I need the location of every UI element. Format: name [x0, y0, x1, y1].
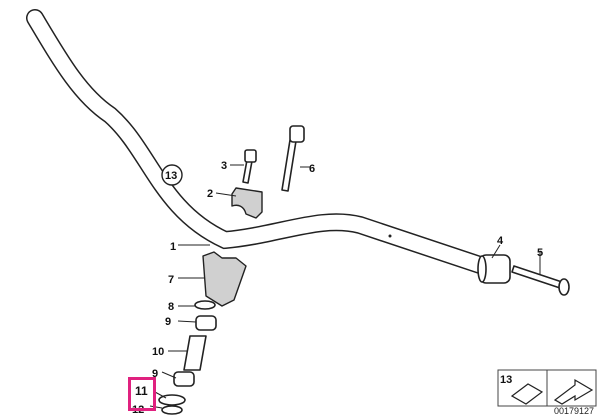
- bar-end-weight: [477, 254, 511, 284]
- plate-icon: [510, 383, 544, 405]
- label-part-6: 6: [309, 163, 315, 175]
- clamp-bolt: [281, 125, 305, 192]
- circled-reference-13: 13: [161, 164, 183, 186]
- label-part-10: 10: [152, 346, 164, 358]
- legend-box: 13: [497, 369, 597, 407]
- washer: [194, 300, 216, 310]
- label-part-9-upper: 9: [165, 316, 171, 328]
- upper-clamp: [231, 187, 263, 219]
- handlebar-riser: [202, 251, 247, 307]
- lower-washer: [158, 394, 186, 415]
- legend-label-13: 13: [500, 374, 512, 386]
- label-part-5: 5: [537, 247, 543, 259]
- label-part-11: 11: [135, 384, 148, 398]
- arrow-icon: [553, 378, 594, 405]
- bar-end-screw: [511, 265, 570, 296]
- label-part-8: 8: [168, 301, 174, 313]
- label-part-3: 3: [221, 160, 227, 172]
- label-part-7: 7: [168, 274, 174, 286]
- leader-lines: [149, 164, 541, 409]
- label-part-2: 2: [207, 188, 213, 200]
- label-part-13: 13: [165, 170, 177, 182]
- rubber-bushing-lower: [173, 371, 195, 387]
- rubber-bushing-upper: [195, 315, 217, 331]
- handlebar: [26, 9, 489, 274]
- spacer-sleeve: [183, 335, 207, 371]
- label-part-1: 1: [170, 241, 176, 253]
- label-part-9-lower: 9: [152, 368, 158, 380]
- short-bolt: [242, 149, 257, 184]
- highlight-box-part-11: [128, 377, 156, 411]
- label-part-4: 4: [497, 235, 504, 247]
- document-number: 00179127: [553, 406, 594, 416]
